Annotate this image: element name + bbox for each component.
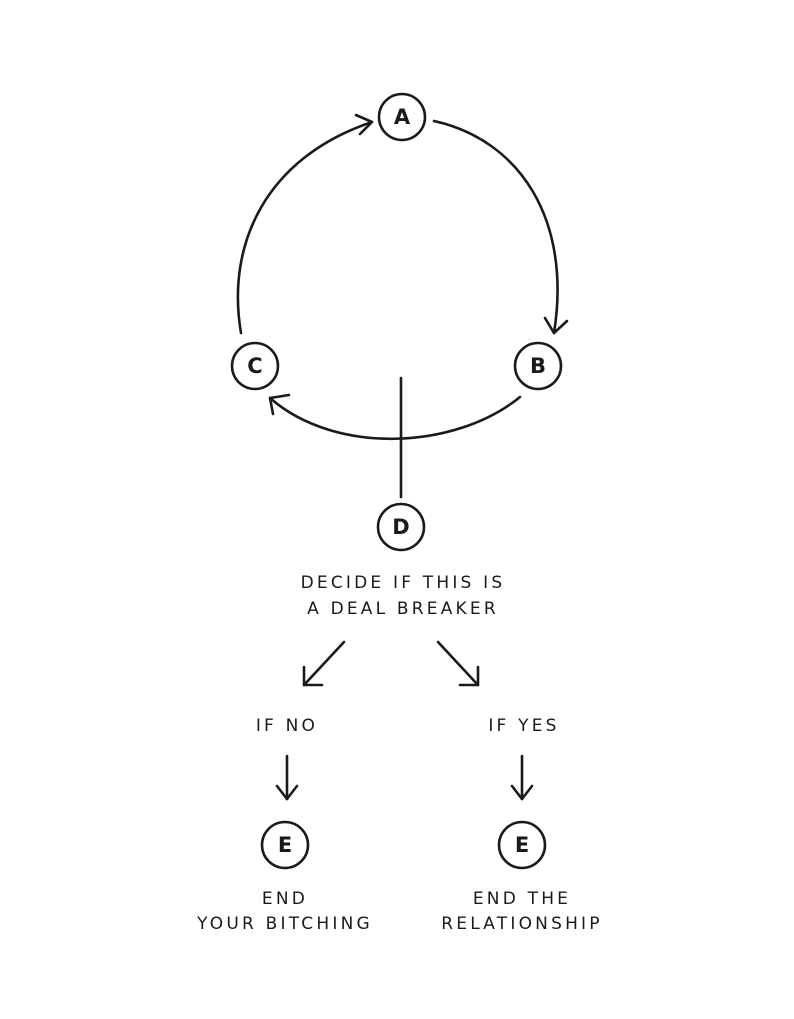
- decision-text-line1: DECIDE IF THIS IS: [301, 573, 506, 593]
- branch-no-label: IF NO: [256, 716, 318, 736]
- outcome-yes-line1: END THE: [473, 889, 571, 909]
- node-c: C: [230, 341, 280, 391]
- branch-yes-label: IF YES: [488, 716, 559, 736]
- outcome-no-line1: END: [262, 889, 308, 909]
- node-a: A: [377, 92, 427, 142]
- arc-b-to-c: [268, 395, 522, 441]
- outcome-yes-line2: RELATIONSHIP: [441, 914, 602, 934]
- arrow-down-yes: [510, 754, 534, 801]
- node-e-no-label: E: [278, 833, 292, 857]
- node-e-no-circle: [260, 820, 310, 870]
- node-c-circle: [230, 341, 280, 391]
- arrow-to-no-branch: [302, 640, 346, 687]
- decision-text-line2: A DEAL BREAKER: [307, 599, 499, 619]
- node-e-no: E: [260, 820, 310, 870]
- arc-a-to-b: [432, 119, 559, 335]
- node-e-yes: E: [497, 820, 547, 870]
- arrowhead-into-b: [543, 316, 569, 335]
- node-a-label: A: [394, 105, 411, 129]
- arrow-to-yes-branch: [436, 640, 480, 687]
- node-a-circle: [377, 92, 427, 142]
- arrowhead-into-a: [354, 113, 374, 136]
- node-d: D: [376, 502, 426, 552]
- node-e-yes-circle: [497, 820, 547, 870]
- node-e-yes-label: E: [515, 833, 529, 857]
- node-b-circle: [513, 341, 563, 391]
- node-d-label: D: [392, 515, 409, 539]
- node-c-label: C: [247, 354, 262, 378]
- node-d-circle: [376, 502, 426, 552]
- arrowhead-into-c: [268, 393, 291, 416]
- node-b-label: B: [530, 354, 546, 378]
- node-b: B: [513, 341, 563, 391]
- outcome-no-line2: YOUR BITCHING: [196, 914, 373, 934]
- arc-c-to-a: [236, 120, 374, 335]
- arrow-down-no: [275, 754, 299, 801]
